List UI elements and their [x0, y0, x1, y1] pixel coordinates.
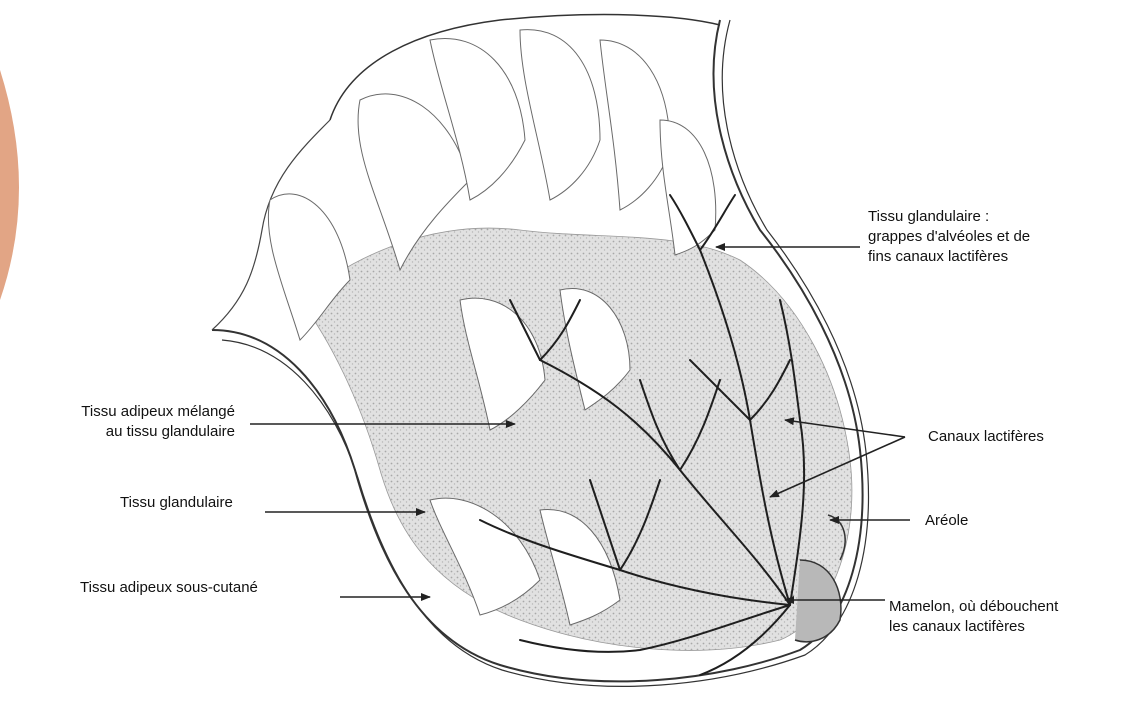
orange-circle-shape: [0, 70, 19, 300]
label-subcutaneous-fat: Tissu adipeux sous-cutané: [80, 578, 258, 598]
label-glandular-lobes: Tissu glandulaire : grappes d'alvéoles e…: [868, 207, 1030, 267]
label-fat-mixed: Tissu adipeux mélangé au tissu glandulai…: [20, 402, 235, 442]
label-nipple: Mamelon, où débouchent les canaux lactif…: [889, 597, 1058, 637]
label-glandular: Tissu glandulaire: [120, 493, 233, 513]
label-areola: Aréole: [925, 511, 968, 531]
label-ducts: Canaux lactifères: [928, 427, 1044, 447]
